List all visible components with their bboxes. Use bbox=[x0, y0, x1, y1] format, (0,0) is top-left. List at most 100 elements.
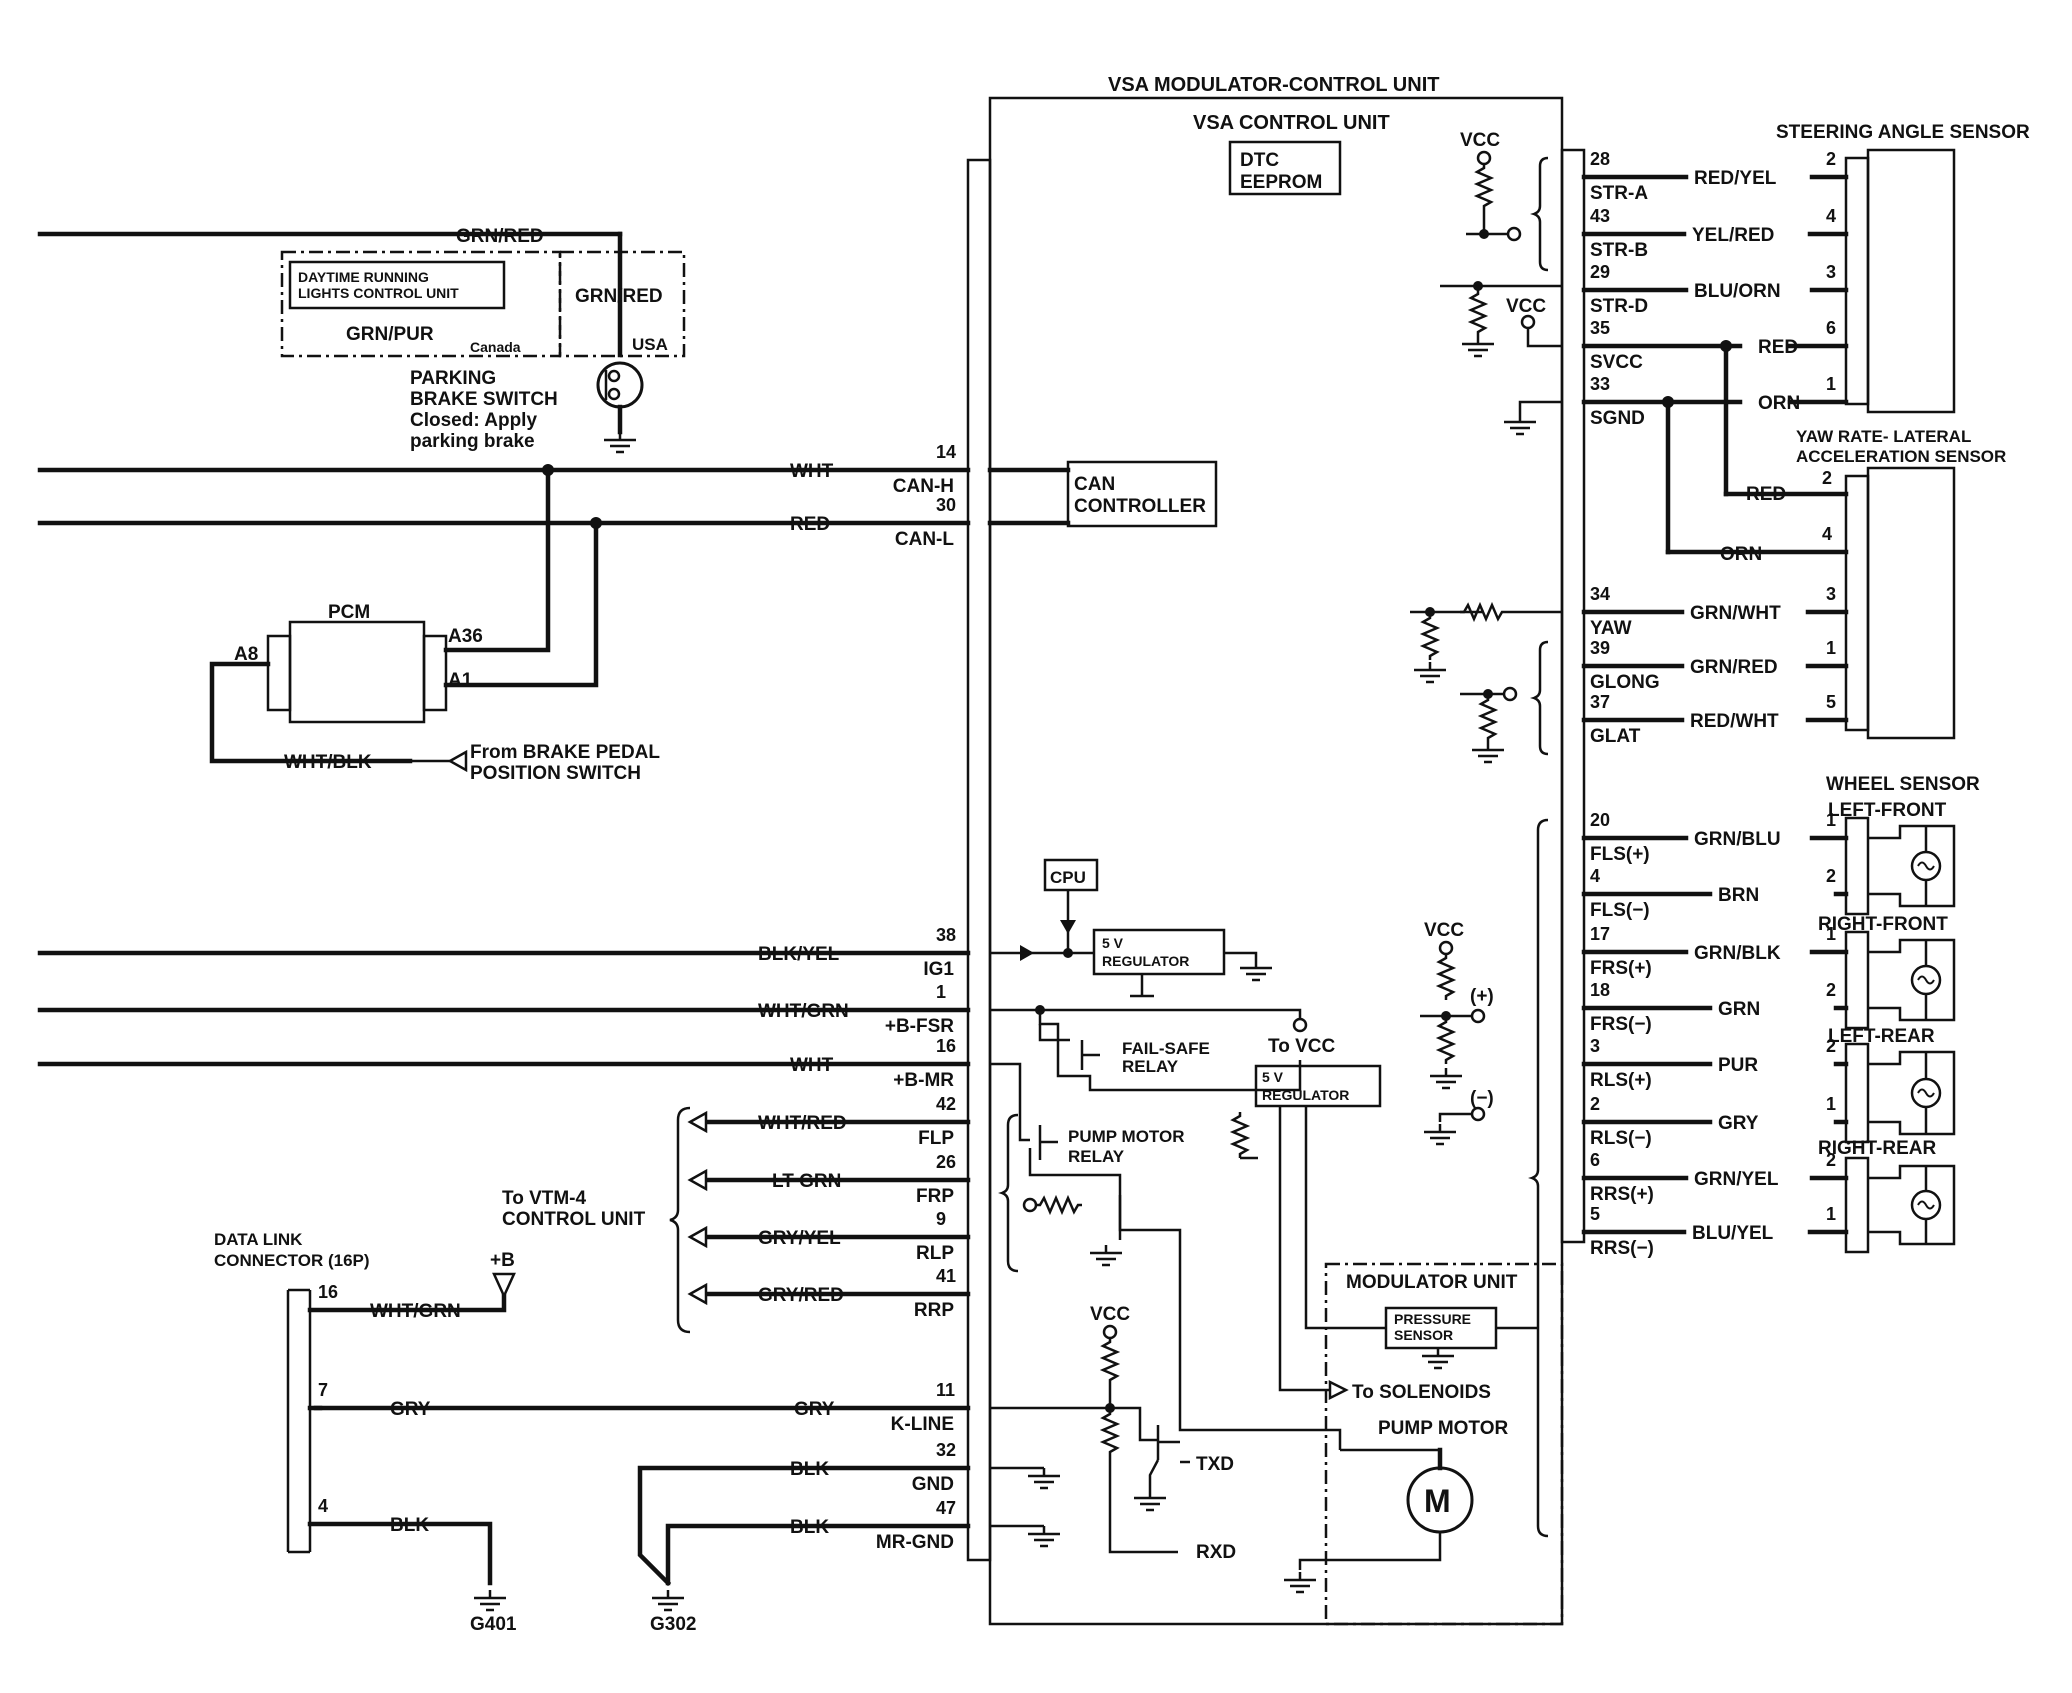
grn-pur-label: GRN/PUR bbox=[346, 324, 434, 345]
steering-title: STEERING ANGLE SENSOR bbox=[1776, 122, 2030, 143]
right-wire-label: BLU/YEL bbox=[1692, 1223, 1774, 1244]
sensor-pin-number: 2 bbox=[1826, 866, 1836, 886]
pressure-label-2: SENSOR bbox=[1394, 1327, 1453, 1343]
dlc-label-2: CONNECTOR (16P) bbox=[214, 1251, 370, 1270]
right-pin-name: RLS(−) bbox=[1590, 1128, 1652, 1149]
pump-relay-label-2: RELAY bbox=[1068, 1147, 1125, 1166]
left-pin-number: 1 bbox=[936, 982, 946, 1002]
drl-canada-box bbox=[280, 250, 562, 358]
right-pin-number: 2 bbox=[1590, 1094, 1600, 1114]
right-pin-number: 37 bbox=[1590, 692, 1610, 712]
wire-gnd bbox=[637, 1465, 971, 1587]
sensor-pin-number: 2 bbox=[1826, 1036, 1836, 1056]
yaw-rate-sensor-box bbox=[1866, 466, 1956, 740]
plus-b-icon bbox=[492, 1272, 516, 1300]
steering-angle-sensor-box bbox=[1866, 148, 1956, 414]
sensor-pin-number: 3 bbox=[1826, 262, 1836, 282]
red-branch-label: RED bbox=[1746, 484, 1786, 505]
right-pin-number: 18 bbox=[1590, 980, 1610, 1000]
left-pin-number: 14 bbox=[936, 442, 956, 462]
wheel-sensor-icon bbox=[1910, 1077, 1942, 1109]
right-pin-name: STR-A bbox=[1590, 183, 1648, 204]
left-pin-name: CAN-H bbox=[893, 476, 954, 497]
motor-m-label: M bbox=[1424, 1483, 1451, 1519]
pcm-a8-label: A8 bbox=[234, 644, 258, 665]
right-wire-label: GRN/BLU bbox=[1694, 829, 1781, 850]
right-pin-name: STR-D bbox=[1590, 296, 1648, 317]
sensor-pin-number: 1 bbox=[1826, 374, 1836, 394]
wheel-sensor-connector bbox=[1844, 1156, 1870, 1254]
yaw-title-2: ACCELERATION SENSOR bbox=[1796, 447, 2006, 466]
left-wire-label: GRY/YEL bbox=[758, 1228, 841, 1249]
vcc-label-wheel: VCC bbox=[1424, 920, 1464, 941]
left-pin-name: +B-FSR bbox=[885, 1016, 954, 1037]
right-pin-name: GLAT bbox=[1590, 726, 1641, 747]
right-wire-label: GRN/WHT bbox=[1690, 603, 1781, 624]
parking-brake-switch-icon bbox=[596, 361, 644, 409]
left-pin-number: 32 bbox=[936, 1440, 956, 1460]
right-pin-number: 39 bbox=[1590, 638, 1610, 658]
right-wire-label: GRN bbox=[1718, 999, 1760, 1020]
left-pin-name: MR-GND bbox=[876, 1532, 954, 1553]
right-wire-label: RED/WHT bbox=[1690, 711, 1779, 732]
g302-ground-icon bbox=[650, 1588, 686, 1612]
vtm-arrow-icon bbox=[688, 1111, 708, 1133]
wheel-sensor-body bbox=[1868, 1164, 1956, 1246]
right-pin-number: 34 bbox=[1590, 584, 1610, 604]
vsa-control-unit-title: VSA CONTROL UNIT bbox=[1193, 112, 1390, 134]
dlc-pin-number: 4 bbox=[318, 1496, 328, 1516]
wheel-sensor-icon bbox=[1910, 1189, 1942, 1221]
right-wire-label: GRY bbox=[1718, 1113, 1759, 1134]
regulator-label-2: REGULATOR bbox=[1262, 1087, 1349, 1103]
wheel-sensor-body bbox=[1868, 1050, 1956, 1136]
wheel-sensor-group bbox=[1844, 816, 1956, 1254]
eeprom-label: EEPROM bbox=[1240, 172, 1322, 193]
sensor-pin-number: 2 bbox=[1826, 149, 1836, 169]
left-pin-number: 47 bbox=[936, 1498, 956, 1518]
dtc-eeprom-box bbox=[1228, 140, 1342, 196]
parking-brake-ground-icon bbox=[602, 430, 638, 454]
vsa-modulator-control-unit-title: VSA MODULATOR-CONTROL UNIT bbox=[1108, 74, 1439, 96]
pump-motor-label: PUMP MOTOR bbox=[1378, 1418, 1508, 1439]
g401-ground-icon bbox=[472, 1588, 508, 1612]
left-pin-name: IG1 bbox=[923, 959, 954, 980]
controller-label: CONTROLLER bbox=[1074, 496, 1206, 517]
can-label: CAN bbox=[1074, 474, 1115, 495]
left-pin-number: 30 bbox=[936, 495, 956, 515]
pressure-label-1: PRESSURE bbox=[1394, 1311, 1471, 1327]
left-wire-label: BLK bbox=[790, 1459, 829, 1480]
right-pin-number: 43 bbox=[1590, 206, 1610, 226]
to-vcc-label: To VCC bbox=[1268, 1036, 1335, 1057]
vtm-label-2: CONTROL UNIT bbox=[502, 1209, 646, 1230]
vcc-label-lower: VCC bbox=[1090, 1304, 1130, 1325]
pump-relay-label-1: PUMP MOTOR bbox=[1068, 1127, 1185, 1146]
right-wire-label: RED bbox=[1758, 337, 1798, 358]
regulator-label: REGULATOR bbox=[1102, 953, 1189, 969]
right-wire-label: GRN/RED bbox=[1690, 657, 1778, 678]
right-pin-name: SGND bbox=[1590, 408, 1645, 429]
left-wire-label: BLK/YEL bbox=[758, 944, 840, 965]
sensor-pin-number: 6 bbox=[1826, 318, 1836, 338]
left-pin-name: RLP bbox=[916, 1243, 954, 1264]
right-pin-number: 35 bbox=[1590, 318, 1610, 338]
left-pin-number: 41 bbox=[936, 1266, 956, 1286]
left-wire-label: WHT/GRN bbox=[758, 1001, 849, 1022]
right-pin-name: STR-B bbox=[1590, 240, 1648, 261]
right-pin-number: 28 bbox=[1590, 149, 1610, 169]
right-pin-number: 3 bbox=[1590, 1036, 1600, 1056]
regulator-5v-label: 5 V bbox=[1102, 935, 1124, 951]
wheel-sensor-icon bbox=[1910, 964, 1942, 996]
left-connector-strip bbox=[966, 158, 992, 1562]
right-wire-label: PUR bbox=[1718, 1055, 1758, 1076]
left-wire-label: GRY bbox=[794, 1399, 835, 1420]
left-wire-label: LT GRN bbox=[772, 1171, 841, 1192]
pb-label-2: BRAKE SWITCH bbox=[410, 389, 558, 410]
g302-label: G302 bbox=[650, 1614, 696, 1635]
pcm-label: PCM bbox=[328, 602, 370, 623]
right-wire-label: BLU/ORN bbox=[1694, 281, 1781, 302]
dtc-label: DTC bbox=[1240, 150, 1279, 171]
vtm-arrow-icon bbox=[688, 1226, 708, 1248]
pb-label-4: parking brake bbox=[410, 431, 535, 452]
